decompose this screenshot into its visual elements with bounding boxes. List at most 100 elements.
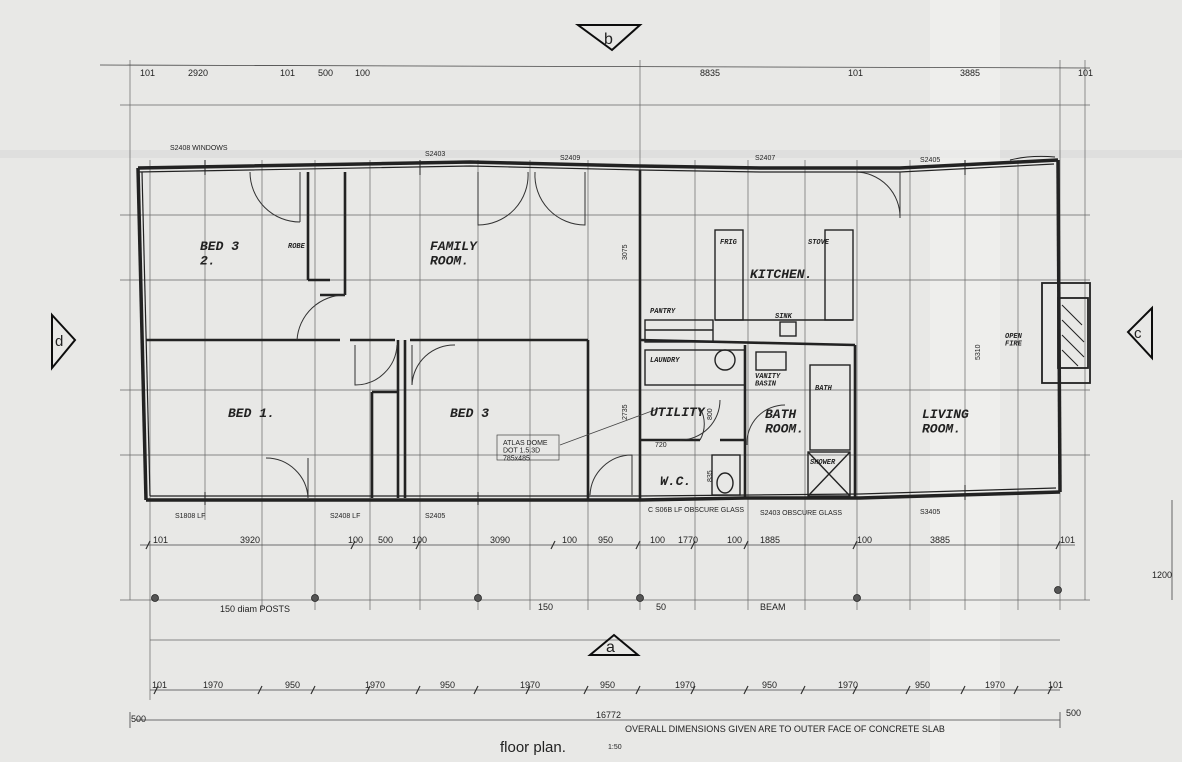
posts-dim-50: 50 bbox=[656, 602, 666, 612]
fireplace bbox=[1041, 282, 1091, 384]
bottom-dim-14: 101 bbox=[1060, 535, 1075, 545]
room-label-stove: STOVE bbox=[808, 239, 830, 247]
window-label-9: S2403 OBSCURE GLASS bbox=[760, 510, 842, 517]
kitchen-benches bbox=[644, 229, 854, 497]
section-marker-left: d bbox=[55, 333, 63, 350]
post-dim-10: 950 bbox=[915, 680, 930, 690]
post-dim-4: 950 bbox=[440, 680, 455, 690]
window-label-0: S2408 WINDOWS bbox=[170, 145, 228, 152]
room-label-bed1: BED 1. bbox=[228, 406, 275, 421]
room-label-pantry: PANTRY bbox=[650, 308, 676, 316]
post-dim-6: 950 bbox=[600, 680, 615, 690]
top-dim-5: 8835 bbox=[700, 68, 720, 78]
window-label-3: S2407 bbox=[755, 155, 775, 162]
post-dim-9: 1970 bbox=[838, 680, 858, 690]
inner-dim-4: 800 bbox=[707, 408, 714, 420]
post-dim-5: 1970 bbox=[520, 680, 540, 690]
post-dim-11: 1970 bbox=[985, 680, 1005, 690]
section-marker-bottom: a bbox=[606, 639, 615, 656]
room-label-utility: UTILITY bbox=[650, 405, 706, 420]
top-dim-7: 3885 bbox=[960, 68, 980, 78]
bottom-dim-8: 100 bbox=[650, 535, 665, 545]
top-dim-8: 101 bbox=[1078, 68, 1093, 78]
top-dim-4: 100 bbox=[355, 68, 370, 78]
room-label-fridge: FRIG bbox=[720, 239, 738, 247]
room-label-shower: SHOWER bbox=[810, 459, 836, 467]
inner-dim-5: 720 bbox=[655, 442, 667, 449]
posts-label: 150 diam POSTS bbox=[220, 604, 290, 614]
bottom-dim-1: 3920 bbox=[240, 535, 260, 545]
section-marker-shapes bbox=[51, 24, 1153, 656]
top-dim-6: 101 bbox=[848, 68, 863, 78]
bottom-dim-7: 950 bbox=[598, 535, 613, 545]
overall-middle-dim: 16772 bbox=[596, 710, 621, 720]
post-dim-1: 1970 bbox=[203, 680, 223, 690]
post-dim-0: 101 bbox=[152, 680, 167, 690]
bottom-dim-4: 100 bbox=[412, 535, 427, 545]
room-label-wc: W.C. bbox=[660, 474, 691, 489]
inner-dim-3: 5310 bbox=[975, 344, 982, 360]
room-label-kitchen: KITCHEN. bbox=[750, 267, 812, 282]
post-spacing-dimension-row: 101 1970 950 1970 950 1970 950 1970 950 1970 950 19… bbox=[152, 680, 1063, 690]
outer-walls bbox=[136, 158, 1062, 502]
top-dim-0: 101 bbox=[140, 68, 155, 78]
bottom-dim-9: 1770 bbox=[678, 535, 698, 545]
bottom-dim-13: 3885 bbox=[930, 535, 950, 545]
post-dim-2: 950 bbox=[285, 680, 300, 690]
inner-dim-2: 2735 bbox=[622, 404, 629, 420]
bottom-dim-3: 500 bbox=[378, 535, 393, 545]
post-dim-7: 1970 bbox=[675, 680, 695, 690]
overall-dimensions-note: OVERALL DIMENSIONS GIVEN ARE TO OUTER FA… bbox=[625, 724, 945, 734]
window-label-8: C S06B LF OBSCURE GLASS bbox=[648, 507, 744, 514]
room-label-bed3: BED 3 bbox=[450, 406, 489, 421]
post-dim-3: 1970 bbox=[365, 680, 385, 690]
room-label-robe: ROBE bbox=[288, 243, 306, 251]
door-swings bbox=[249, 171, 901, 499]
room-label-bath: BATH bbox=[815, 385, 833, 393]
side-dim-right: 1200 bbox=[1152, 570, 1172, 580]
window-label-4: S1808 LF bbox=[175, 513, 205, 520]
bottom-dim-11: 1885 bbox=[760, 535, 780, 545]
drawing-title: floor plan. bbox=[500, 739, 566, 756]
top-dim-3: 500 bbox=[318, 68, 333, 78]
posts-dim-150: 150 bbox=[538, 602, 553, 612]
post-dim-8: 950 bbox=[762, 680, 777, 690]
window-label-7: S2405 bbox=[425, 513, 445, 520]
window-label-1: S2403 bbox=[425, 151, 445, 158]
drawing-scale: 1:50 bbox=[608, 744, 622, 751]
room-label-sink: SINK bbox=[775, 313, 793, 321]
overall-right-dim: 500 bbox=[1066, 708, 1081, 718]
bottom-dimension-row: 101 3920 100 500 100 3090 100 950 100 1770 100 1885… bbox=[153, 535, 1075, 545]
interior-walls bbox=[146, 170, 857, 500]
top-dimension-row: 101 2920 101 500 100 8835 101 3885 101 bbox=[140, 68, 1093, 78]
room-label-laundry: LAUNDRY bbox=[650, 357, 680, 365]
post-dim-12: 101 bbox=[1048, 680, 1063, 690]
section-marker-top: b bbox=[604, 31, 613, 48]
bottom-dim-5: 3090 bbox=[490, 535, 510, 545]
inner-dim-6: 835 bbox=[707, 470, 714, 482]
section-marker-right: c bbox=[1134, 325, 1142, 342]
overall-left-dim: 500 bbox=[131, 714, 146, 724]
window-label-2: S2409 bbox=[560, 155, 580, 162]
inner-dim-1: 3075 bbox=[622, 244, 629, 260]
bottom-dim-6: 100 bbox=[562, 535, 577, 545]
bottom-dim-0: 101 bbox=[153, 535, 168, 545]
top-dim-1: 2920 bbox=[188, 68, 208, 78]
bottom-dim-2: 100 bbox=[348, 535, 363, 545]
beam-label: BEAM bbox=[760, 602, 786, 612]
window-label-10: S3405 bbox=[920, 509, 940, 516]
posts bbox=[151, 586, 1062, 602]
bottom-dim-12: 100 bbox=[857, 535, 872, 545]
window-label-5: S2408 LF bbox=[330, 513, 360, 520]
bottom-dim-10: 100 bbox=[727, 535, 742, 545]
top-dim-2: 101 bbox=[280, 68, 295, 78]
